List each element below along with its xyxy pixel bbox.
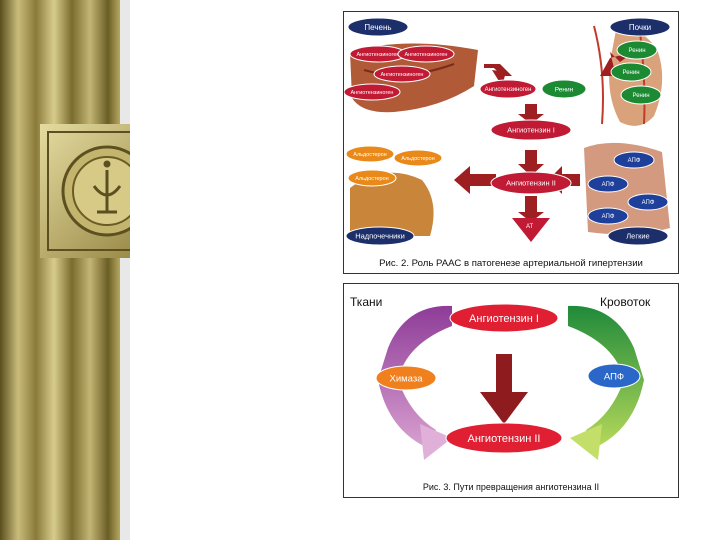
angiotensin-2-pill: Ангиотензин II [490,171,572,195]
lungs-ace-pill: АПФ [627,193,669,211]
chymase-pill: Химаза [375,365,437,391]
angiotensinogen-pill: Ангиотензиноген [479,79,537,99]
kidney-renin-pill: Ренин [620,85,662,105]
svg-text:Надпочечники: Надпочечники [355,232,405,241]
angiotensin-1-pill: Ангиотензин I [449,303,559,333]
liver-angiotensinogen-pill: Ангиотензиноген [397,45,455,63]
ace-pill: АПФ [587,363,641,389]
svg-text:Ангиотензиноген: Ангиотензиноген [405,52,448,58]
lungs-ace-pill: АПФ [587,207,629,225]
svg-text:Ангиотензин II: Ангиотензин II [468,433,541,445]
svg-text:Ренин: Ренин [555,86,574,93]
lungs-label: Легкие [607,226,669,246]
kidney-renin-pill: Ренин [610,62,652,82]
svg-text:Ренин: Ренин [628,48,645,54]
figure-caption: Рис. 3. Пути превращения ангиотензина II [422,482,600,492]
svg-text:Ангиотензиноген: Ангиотензиноген [381,72,424,78]
tissue-label: Ткани [350,295,382,309]
kidney-label: Почки [609,17,671,37]
adrenal-aldosterone-pill: Альдостерон [393,149,443,167]
adrenal-image [350,172,434,236]
svg-text:Альдостерон: Альдостерон [355,176,388,182]
svg-text:Ангиотензин I: Ангиотензин I [507,126,555,135]
figure-caption: Рис. 2. Роль РААС в патогенезе артериаль… [379,258,643,269]
svg-text:Легкие: Легкие [626,232,649,241]
decorative-column [0,0,130,540]
svg-text:Ренин: Ренин [622,70,639,76]
svg-text:Альдостерон: Альдостерон [401,156,434,162]
adrenal-aldosterone-pill: Альдостерон [347,169,397,187]
bloodstream-label: Кровоток [600,295,651,309]
svg-text:Ренин: Ренин [632,93,649,99]
svg-text:Химаза: Химаза [390,373,424,384]
svg-text:Почки: Почки [629,23,651,32]
svg-text:Печень: Печень [364,23,391,32]
central-arrow [480,354,528,424]
at-triangle [512,218,550,242]
svg-text:АПФ: АПФ [602,214,615,220]
blood-pathway-arrow [568,305,644,448]
svg-text:Ангиотензиноген: Ангиотензиноген [357,52,400,58]
svg-text:Альдостерон: Альдостерон [353,152,386,158]
lungs-ace-pill: АПФ [613,151,655,169]
liver-angiotensinogen-pill: Ангиотензиноген [373,65,431,83]
adrenal-aldosterone-pill: Альдостерон [345,145,395,163]
renin-pill: Ренин [541,79,587,99]
at-label: АТ [526,224,534,230]
angiotensin-1-pill: Ангиотензин I [490,119,572,141]
kidney-renin-pill: Ренин [616,40,658,60]
lungs-ace-pill: АПФ [587,175,629,193]
svg-text:Ангиотензиноген: Ангиотензиноген [485,87,532,93]
svg-text:Ангиотензин I: Ангиотензин I [469,313,539,325]
liver-angiotensinogen-pill: Ангиотензиноген [344,83,401,101]
svg-text:АПФ: АПФ [604,371,624,382]
svg-text:АПФ: АПФ [628,158,641,164]
liver-label: Печень [347,17,409,37]
svg-text:Ангиотензин II: Ангиотензин II [506,179,556,188]
adrenal-label: Надпочечники [345,226,415,246]
tissue-pathway-arrow [378,305,452,448]
svg-text:АПФ: АПФ [642,200,655,206]
angiotensin-2-pill: Ангиотензин II [445,422,563,454]
svg-text:АПФ: АПФ [602,182,615,188]
svg-text:Ангиотензиноген: Ангиотензиноген [351,90,394,96]
